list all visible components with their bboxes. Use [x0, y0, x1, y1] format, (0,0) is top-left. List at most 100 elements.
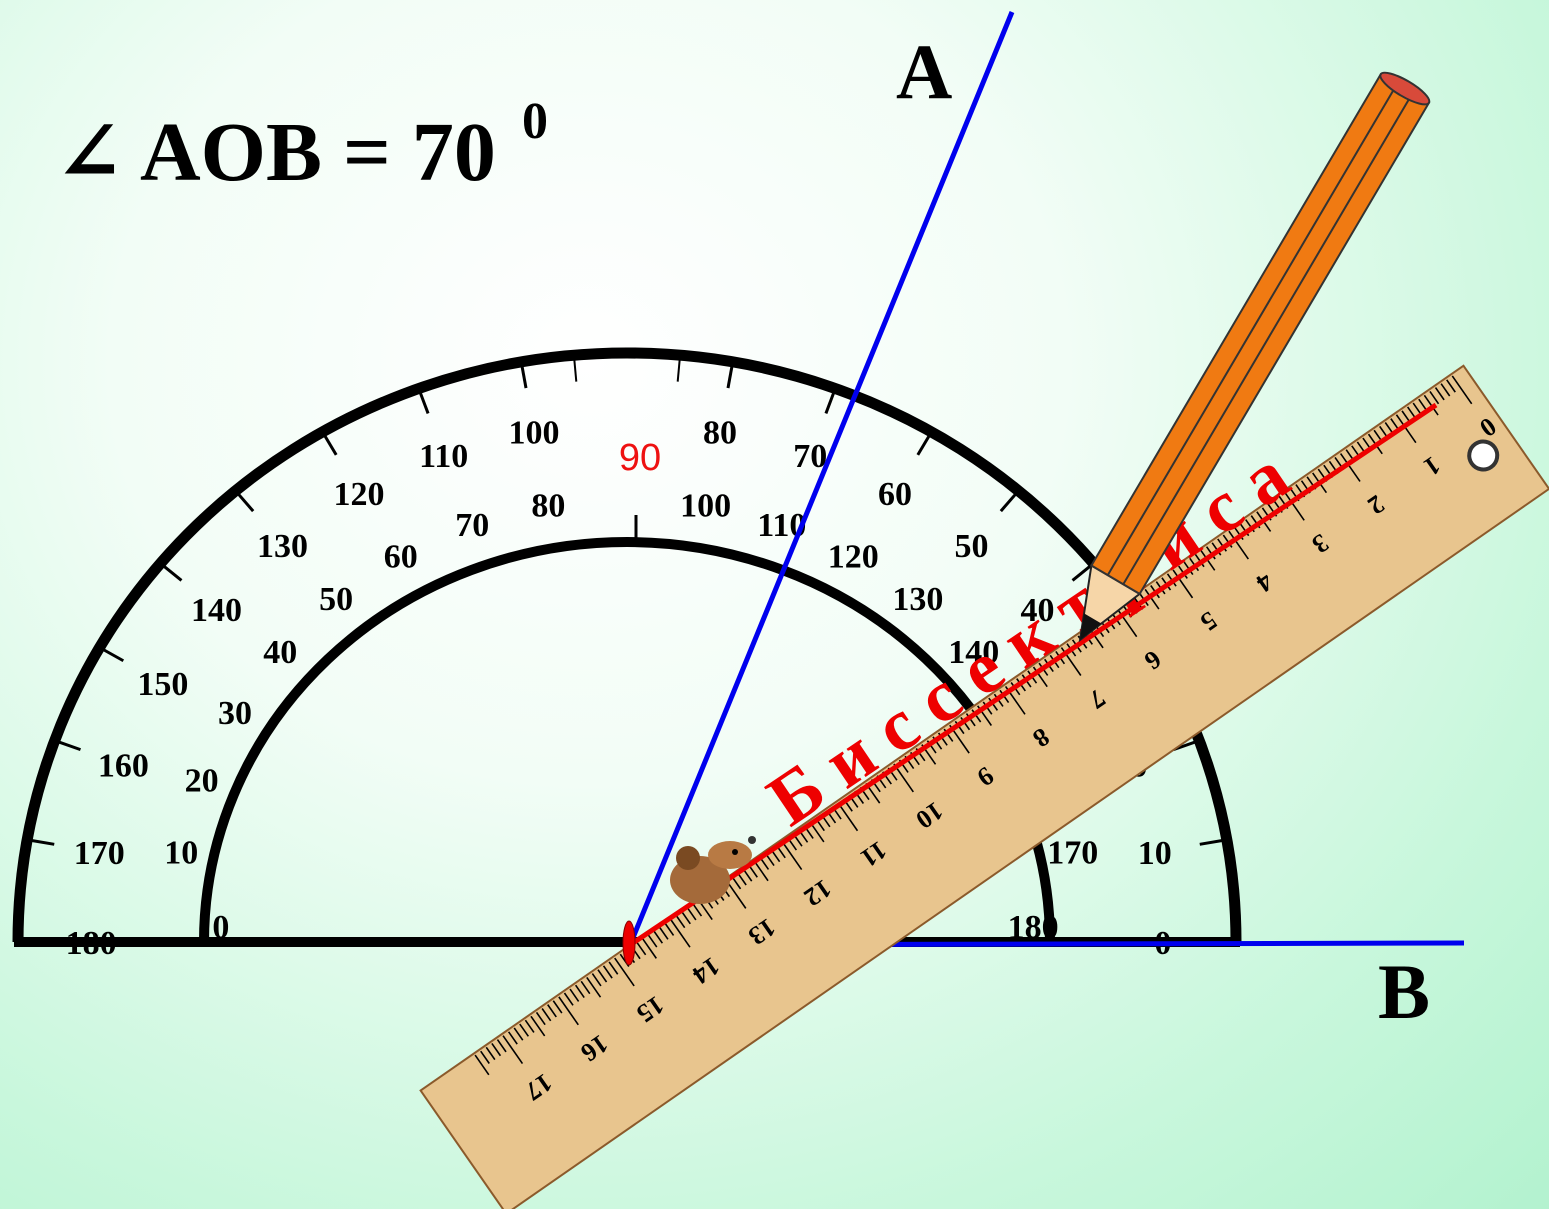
angle-title: ∠ AOB = 70 0	[55, 93, 548, 199]
ruler-tick	[647, 934, 658, 948]
ruler-tick	[552, 1000, 563, 1014]
ruler-tick	[535, 1011, 546, 1026]
outer-scale-label: 10	[1138, 835, 1172, 872]
outer-scale-label: 130	[257, 528, 308, 565]
ruler-tick	[591, 973, 602, 987]
ruler-tick	[1228, 530, 1249, 560]
outer-tick	[417, 387, 430, 414]
mouse-icon	[670, 836, 756, 904]
ruler-tick	[524, 1019, 535, 1033]
outer-scale-label: 110	[419, 438, 468, 475]
ruler-tick	[574, 984, 585, 998]
outer-tick	[159, 562, 183, 582]
inner-scale-label: 50	[319, 581, 353, 618]
inner-scale-label: 100	[680, 488, 731, 525]
ruler-tick	[507, 1031, 518, 1045]
outer-tick	[572, 355, 578, 382]
protractor-outer-scale: 1801701601501401301201101008070605040302…	[66, 415, 1172, 962]
ray-oa	[627, 11, 1015, 946]
ruler-tick	[641, 938, 657, 959]
angle-symbol: ∠	[55, 107, 124, 198]
ruler-tick	[1440, 383, 1451, 397]
outer-scale-label: 50	[954, 528, 988, 565]
ruler-tick	[580, 980, 591, 995]
outer-tick	[54, 739, 81, 752]
outer-scale-label: 120	[334, 476, 385, 513]
point-b-label: B	[1378, 948, 1430, 1035]
inner-scale-label: 140	[948, 634, 999, 671]
ruler-tick	[1446, 379, 1456, 393]
outer-scale-label: 60	[878, 476, 912, 513]
ruler-tick	[496, 1039, 507, 1053]
outer-tick	[1199, 838, 1228, 846]
ruler-tick	[1451, 375, 1473, 405]
ruler-tick	[636, 942, 647, 956]
outer-tick	[999, 489, 1020, 513]
ruler-tick	[681, 911, 691, 925]
inner-scale-label: 10	[164, 835, 198, 872]
ruler-tick	[1423, 394, 1439, 416]
ruler-tick	[586, 977, 602, 998]
outer-scale-label: 150	[137, 666, 188, 703]
outer-scale-label: 170	[74, 835, 125, 872]
ruler-tick	[513, 1027, 524, 1041]
ruler-tick	[725, 879, 747, 909]
outer-tick	[519, 361, 528, 389]
inner-scale-label: 20	[185, 763, 219, 800]
outer-tick	[824, 387, 837, 414]
ruler-tick	[1172, 569, 1194, 599]
outer-tick	[98, 646, 125, 663]
inner-scale-label: 120	[828, 538, 879, 575]
ruler-tick	[530, 1015, 546, 1037]
ruler-tick	[1434, 387, 1445, 401]
outer-scale-label: 70	[793, 438, 827, 475]
outer-tick	[321, 431, 338, 456]
ruler-tick	[614, 957, 635, 987]
ruler-tick	[597, 969, 608, 983]
ruler-tick	[675, 914, 686, 929]
vertex-marker	[622, 920, 636, 966]
pencil-icon[interactable]	[1056, 67, 1433, 654]
ruler-tick	[669, 918, 691, 948]
outer-scale-label: 100	[508, 415, 559, 452]
bisector-line	[628, 402, 1438, 948]
ruler-tick	[480, 1050, 490, 1064]
ruler-tick	[519, 1023, 530, 1037]
ruler-tick	[474, 1054, 490, 1076]
point-a-label: A	[896, 28, 952, 115]
ruler-tick	[563, 992, 574, 1006]
protractor-center-label: 90	[619, 437, 661, 479]
outer-scale-label: 180	[66, 925, 117, 962]
ruler-tick	[608, 961, 619, 975]
outer-tick	[234, 489, 255, 513]
ruler-tick	[837, 802, 859, 832]
outer-scale-label: 80	[703, 415, 737, 452]
outer-tick	[26, 838, 55, 846]
ruler-tick	[558, 996, 579, 1026]
angle-title-superscript: 0	[522, 93, 548, 150]
ruler-tick	[541, 1008, 552, 1022]
ruler-tick	[485, 1046, 496, 1061]
inner-scale-label: 180	[1008, 909, 1059, 946]
ruler-tick	[664, 922, 675, 936]
inner-scale-label: 40	[263, 634, 297, 671]
outer-tick	[916, 431, 933, 456]
outer-scale-label: 160	[98, 748, 149, 785]
outer-tick	[1071, 562, 1095, 582]
inner-scale-label: 130	[892, 581, 943, 618]
inner-scale-label: 30	[218, 695, 252, 732]
outer-scale-label: 140	[191, 592, 242, 629]
inner-scale-label: 0	[212, 909, 229, 946]
ruler-tick	[602, 965, 613, 979]
inner-scale-label: 170	[1047, 835, 1098, 872]
ruler-tick	[1429, 390, 1440, 405]
ruler-tick	[1395, 414, 1417, 444]
inner-scale-label: 80	[531, 488, 565, 525]
ruler-tick	[1339, 453, 1361, 482]
ruler-tick	[781, 841, 803, 871]
ruler-tick	[1284, 491, 1305, 521]
ruler-tick	[692, 903, 703, 917]
ruler-tick	[658, 926, 669, 940]
inner-scale-label: 60	[384, 538, 418, 575]
